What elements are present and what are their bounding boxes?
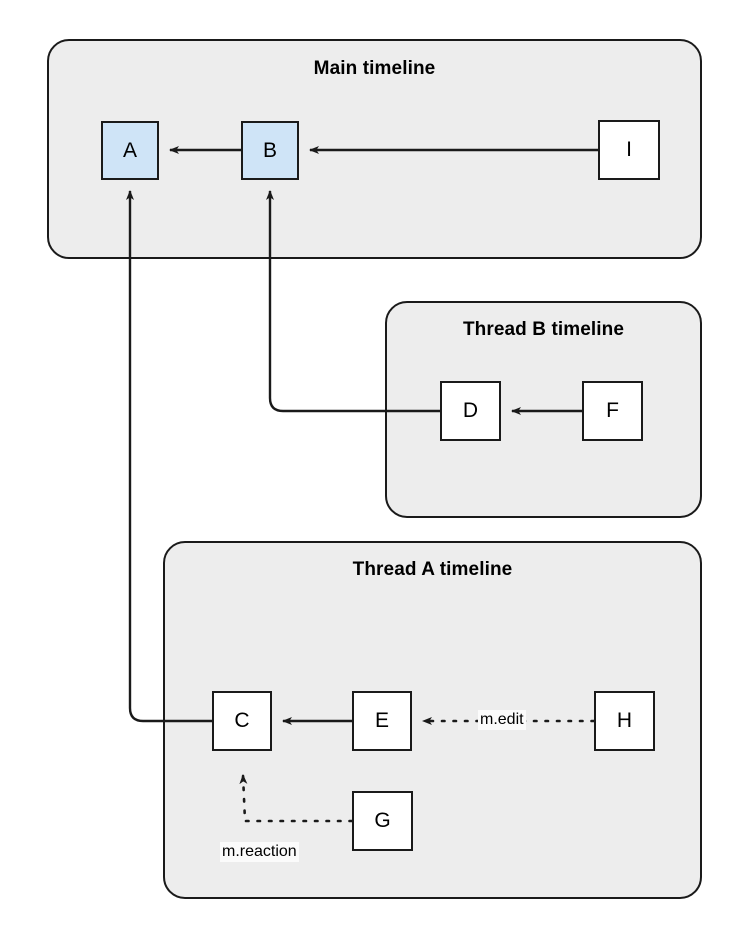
node-a[interactable]: A <box>101 121 159 180</box>
node-a-label: A <box>122 138 137 162</box>
edge-d-to-b <box>266 190 440 413</box>
node-g-label: G <box>374 809 391 832</box>
node-b[interactable]: B <box>241 121 299 180</box>
node-d[interactable]: D <box>440 381 501 441</box>
node-i[interactable]: I <box>598 120 660 180</box>
node-h-label: H <box>616 709 633 732</box>
group-title-main-timeline: Main timeline <box>313 58 436 79</box>
node-f-label: F <box>606 399 619 422</box>
node-f[interactable]: F <box>582 381 643 441</box>
node-c[interactable]: C <box>212 691 272 751</box>
node-d-label: D <box>462 399 479 422</box>
node-h[interactable]: H <box>594 691 655 751</box>
node-g[interactable]: G <box>352 791 413 851</box>
edge-g-to-c <box>239 773 354 823</box>
node-c-label: C <box>234 709 250 732</box>
edge-label-m-edit: m.edit <box>478 710 526 730</box>
node-e[interactable]: E <box>352 691 412 751</box>
group-title-thread-a-timeline: Thread A timeline <box>352 559 513 580</box>
node-b-label: B <box>262 138 277 162</box>
group-title-thread-b-timeline: Thread B timeline <box>462 319 625 340</box>
node-i-label: I <box>626 138 632 161</box>
node-e-label: E <box>374 709 389 732</box>
group-thread-b-timeline <box>385 301 702 518</box>
edge-label-m-reaction: m.reaction <box>220 842 299 862</box>
edge-c-to-a <box>126 190 212 723</box>
